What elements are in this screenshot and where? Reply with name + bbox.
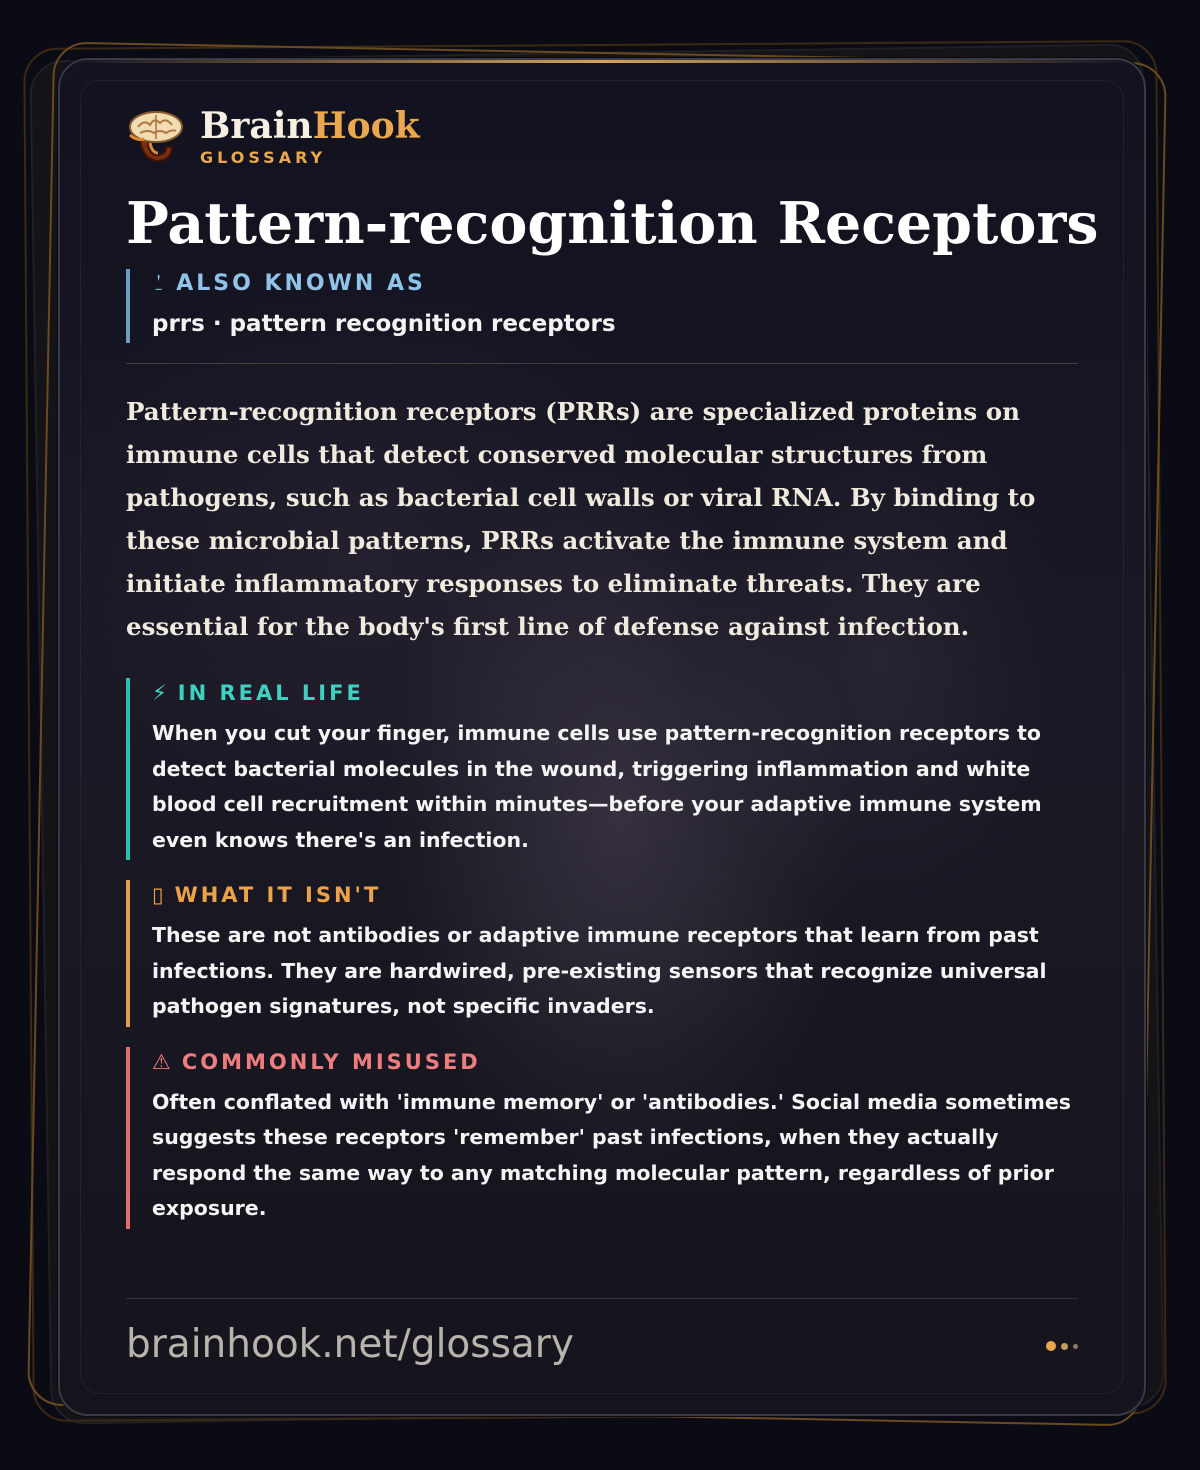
commonly-misused-body: Often conflated with 'immune memory' or …: [152, 1089, 1071, 1221]
pager-dot-active: [1046, 1341, 1056, 1351]
also-known-as-label: ALSO KNOWN AS: [176, 271, 426, 296]
divider: [126, 363, 1078, 364]
section-what-it-isnt: ▯ WHAT IT ISN'T These are not antibodies …: [126, 880, 1078, 1027]
section-heading-what-it-isnt: ▯ WHAT IT ISN'T: [152, 880, 1078, 910]
pager-dot: [1073, 1343, 1078, 1349]
brand-name-primary: Brain: [200, 105, 313, 147]
footer-url-link[interactable]: brainhook.net/glossary: [126, 1322, 574, 1367]
section-heading-commonly-misused: ⚠ COMMONLY MISUSED: [152, 1047, 1078, 1077]
warning-icon: ⚠: [152, 1049, 174, 1074]
brand-name-accent: Hook: [312, 105, 420, 147]
what-it-isnt-label: WHAT IT ISN'T: [174, 883, 382, 907]
brand-header[interactable]: BrainHook GLOSSARY: [126, 106, 1078, 167]
what-it-isnt-body: These are not antibodies or adaptive imm…: [152, 923, 1047, 1018]
also-known-as-value: prrs · pattern recognition receptors: [152, 311, 616, 337]
no-entry-icon: ▯: [152, 883, 167, 907]
brain-hook-logo-icon: [128, 110, 183, 162]
card-content: BrainHook GLOSSARY Pattern-recognition R…: [126, 100, 1099, 1229]
definition-text: Pattern-recognition receptors (PRRs) are…: [126, 397, 1036, 641]
term-title: Pattern-recognition Receptors: [126, 190, 1099, 257]
also-known-as-heading: ⍘ ALSO KNOWN AS: [152, 269, 1078, 299]
pager-dot: [1061, 1342, 1068, 1350]
card-footer: brainhook.net/glossary: [126, 1298, 1078, 1369]
commonly-misused-label: COMMONLY MISUSED: [181, 1049, 481, 1074]
real-life-label: IN REAL LIFE: [177, 681, 364, 705]
pager-dots-icon: [1041, 1341, 1078, 1351]
also-known-as-block: ⍘ ALSO KNOWN AS prrs · pattern recognitio…: [126, 269, 1078, 343]
section-heading-real-life: ⚡ IN REAL LIFE: [152, 678, 1078, 708]
glossary-card: BrainHook GLOSSARY Pattern-recognition R…: [58, 58, 1146, 1416]
section-commonly-misused: ⚠ COMMONLY MISUSED Often conflated with '…: [126, 1046, 1078, 1229]
section-in-real-life: ⚡ IN REAL LIFE When you cut your finger, …: [126, 678, 1078, 860]
brand-name: BrainHook: [200, 106, 420, 146]
lightbulb-icon: ⍘: [152, 271, 169, 296]
lightning-icon: ⚡: [152, 681, 170, 705]
brand-subtitle: GLOSSARY: [200, 148, 327, 167]
real-life-body: When you cut your finger, immune cells u…: [152, 721, 1042, 852]
